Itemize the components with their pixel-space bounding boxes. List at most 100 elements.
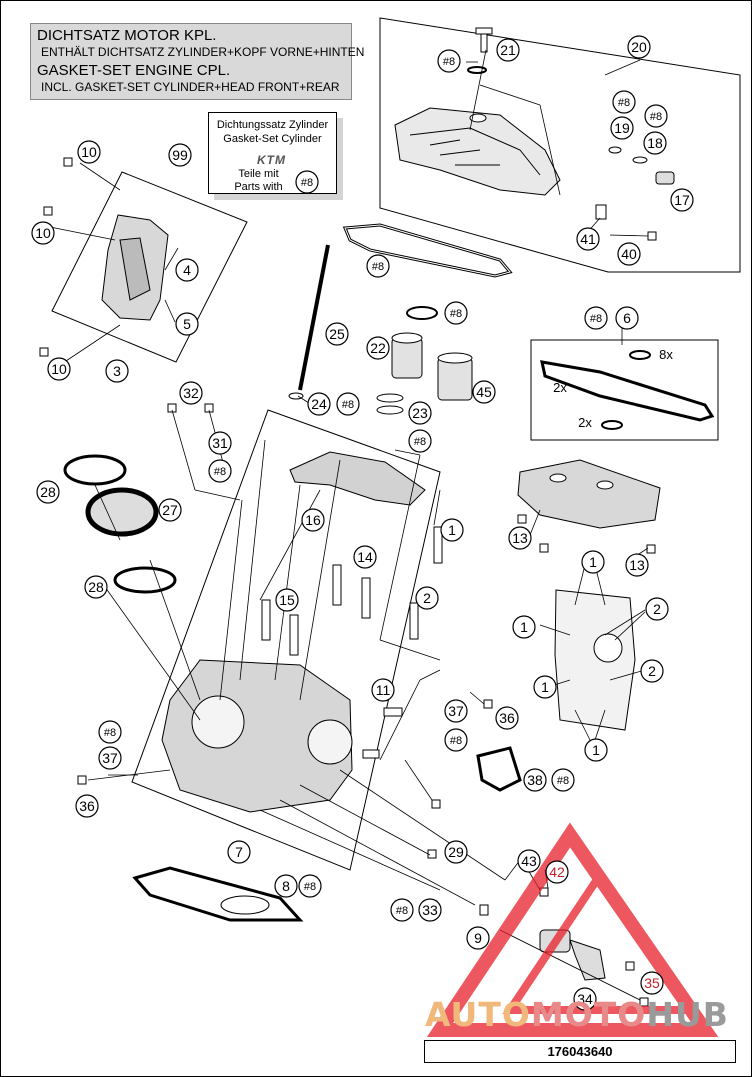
callout-number: 1 (541, 679, 549, 695)
callout-number: 10 (81, 144, 97, 160)
callout-31: 31 (208, 431, 232, 455)
ref-tag-label: #8 (104, 727, 116, 739)
callout-number: 19 (614, 120, 630, 136)
cup-45-icon (437, 352, 473, 401)
drawing-number: 176043640 (424, 1040, 736, 1063)
callout-number: 34 (577, 991, 593, 1007)
callout-number: 36 (79, 798, 95, 814)
callout-22: 22 (366, 336, 390, 360)
callout-number: 1 (592, 742, 600, 758)
ref-tag-label: #8 (618, 97, 630, 109)
callout-27: 27 (158, 498, 182, 522)
oil-plug-icon (467, 27, 493, 74)
callout-number: 10 (35, 225, 51, 241)
callout-1a: 1 (440, 518, 464, 542)
callout-number: 27 (162, 502, 178, 518)
callout-number: 37 (102, 750, 118, 766)
callout-2b: 2 (645, 597, 669, 621)
gasket-set-line-1: Dichtungssatz Zylinder (216, 119, 329, 131)
ref-tag-label: #8 (450, 735, 462, 747)
plug-17-icon (608, 146, 675, 185)
callout-41: 41 (576, 227, 600, 251)
callout-99: 99 (168, 143, 192, 167)
callout-25: 25 (325, 322, 349, 346)
callout-number: 8 (282, 878, 290, 894)
callout-number: 20 (631, 39, 647, 55)
callout-29: 29 (444, 840, 468, 864)
callout-3: 3 (105, 359, 129, 383)
callout-42: 42 (545, 860, 569, 884)
callout-1b: 1 (581, 550, 605, 574)
callout-43: 43 (517, 849, 541, 873)
ref-tag-r_i: #8 (208, 459, 232, 483)
ref-tag-r_b: #8 (612, 90, 636, 114)
callout-number: 18 (647, 135, 663, 151)
callout-number: 17 (674, 192, 690, 208)
callout-number: 43 (521, 853, 537, 869)
header-line-2: ENTHÄLT DICHTSATZ ZYLINDER+KOPF VORNE+HI… (41, 45, 365, 59)
callout-number: 29 (448, 844, 464, 860)
header-line-4: INCL. GASKET-SET CYLINDER+HEAD FRONT+REA… (41, 80, 340, 94)
bearing-bridge-icon (517, 459, 661, 529)
callout-37b: 37 (98, 746, 122, 770)
ref-tag-r_a: #8 (437, 49, 461, 73)
callout-1d: 1 (533, 675, 557, 699)
callout-number: 37 (448, 703, 464, 719)
callout-36a: 36 (495, 706, 519, 730)
callout-33: 33 (418, 898, 442, 922)
callout-number: 10 (51, 361, 67, 377)
callout-number: 9 (474, 930, 482, 946)
callout-17: 17 (670, 188, 694, 212)
callout-number: 16 (305, 512, 321, 528)
ref-tag-label: #8 (304, 881, 316, 893)
gasket-set-line-2: Gasket-Set Cylinder (223, 133, 322, 145)
callout-number: 22 (370, 340, 386, 356)
ref-tag-r_f: #8 (584, 306, 608, 330)
callout-number: 40 (621, 246, 637, 262)
callout-number: 23 (412, 405, 428, 421)
callout-8: 8 (274, 874, 298, 898)
ref-tag-label: #8 (590, 313, 602, 325)
watermark-part-2: MOTO (530, 995, 647, 1034)
gasket-set-box: Dichtungssatz Zylinder Gasket-Set Cylind… (208, 112, 337, 194)
camshaft-carrier-icon (289, 451, 426, 506)
callout-number: 1 (520, 619, 528, 635)
valve-guides-icon (261, 526, 443, 656)
callout-number: 24 (311, 396, 327, 412)
callout-1e: 1 (584, 738, 608, 762)
ref-tag-label: #8 (557, 775, 569, 787)
ref-tag-r_c: #8 (644, 104, 668, 128)
callout-number: 38 (527, 772, 543, 788)
bracket-icon (101, 214, 169, 321)
ref-tag-r_k: #8 (444, 728, 468, 752)
callout-7: 7 (227, 840, 251, 864)
callout-34: 34 (573, 987, 597, 1011)
callout-9: 9 (466, 926, 490, 950)
leader-lines (49, 49, 649, 1001)
callout-number: 33 (422, 902, 438, 918)
callout-19: 19 (610, 116, 634, 140)
head-gasket-icon (132, 866, 304, 922)
ref-tag-r_o: #8 (295, 170, 319, 194)
gasket-set-line-4: Parts with (234, 181, 283, 193)
ref-tag-label: #8 (301, 177, 313, 189)
intake-clamp-icon (63, 454, 177, 594)
callout-number: 2 (648, 663, 656, 679)
cup-22-icon (391, 332, 423, 379)
callout-number: 13 (629, 557, 645, 573)
ref-tag-label: #8 (414, 436, 426, 448)
header-line-1: DICHTSATZ MOTOR KPL. (37, 27, 217, 44)
callout-number: 21 (500, 42, 516, 58)
gasket-set-line-3: Teile mit (238, 168, 279, 180)
callout-37a: 37 (444, 699, 468, 723)
ref-tag-label: #8 (450, 308, 462, 320)
callout-number: 28 (40, 484, 56, 500)
callout-36b: 36 (75, 794, 99, 818)
ref-tag-r_d: #8 (366, 254, 390, 278)
quantity-label-q2xa: 2x (553, 380, 567, 395)
gasket-6-icon (540, 360, 715, 422)
callout-10c: 10 (47, 357, 71, 381)
